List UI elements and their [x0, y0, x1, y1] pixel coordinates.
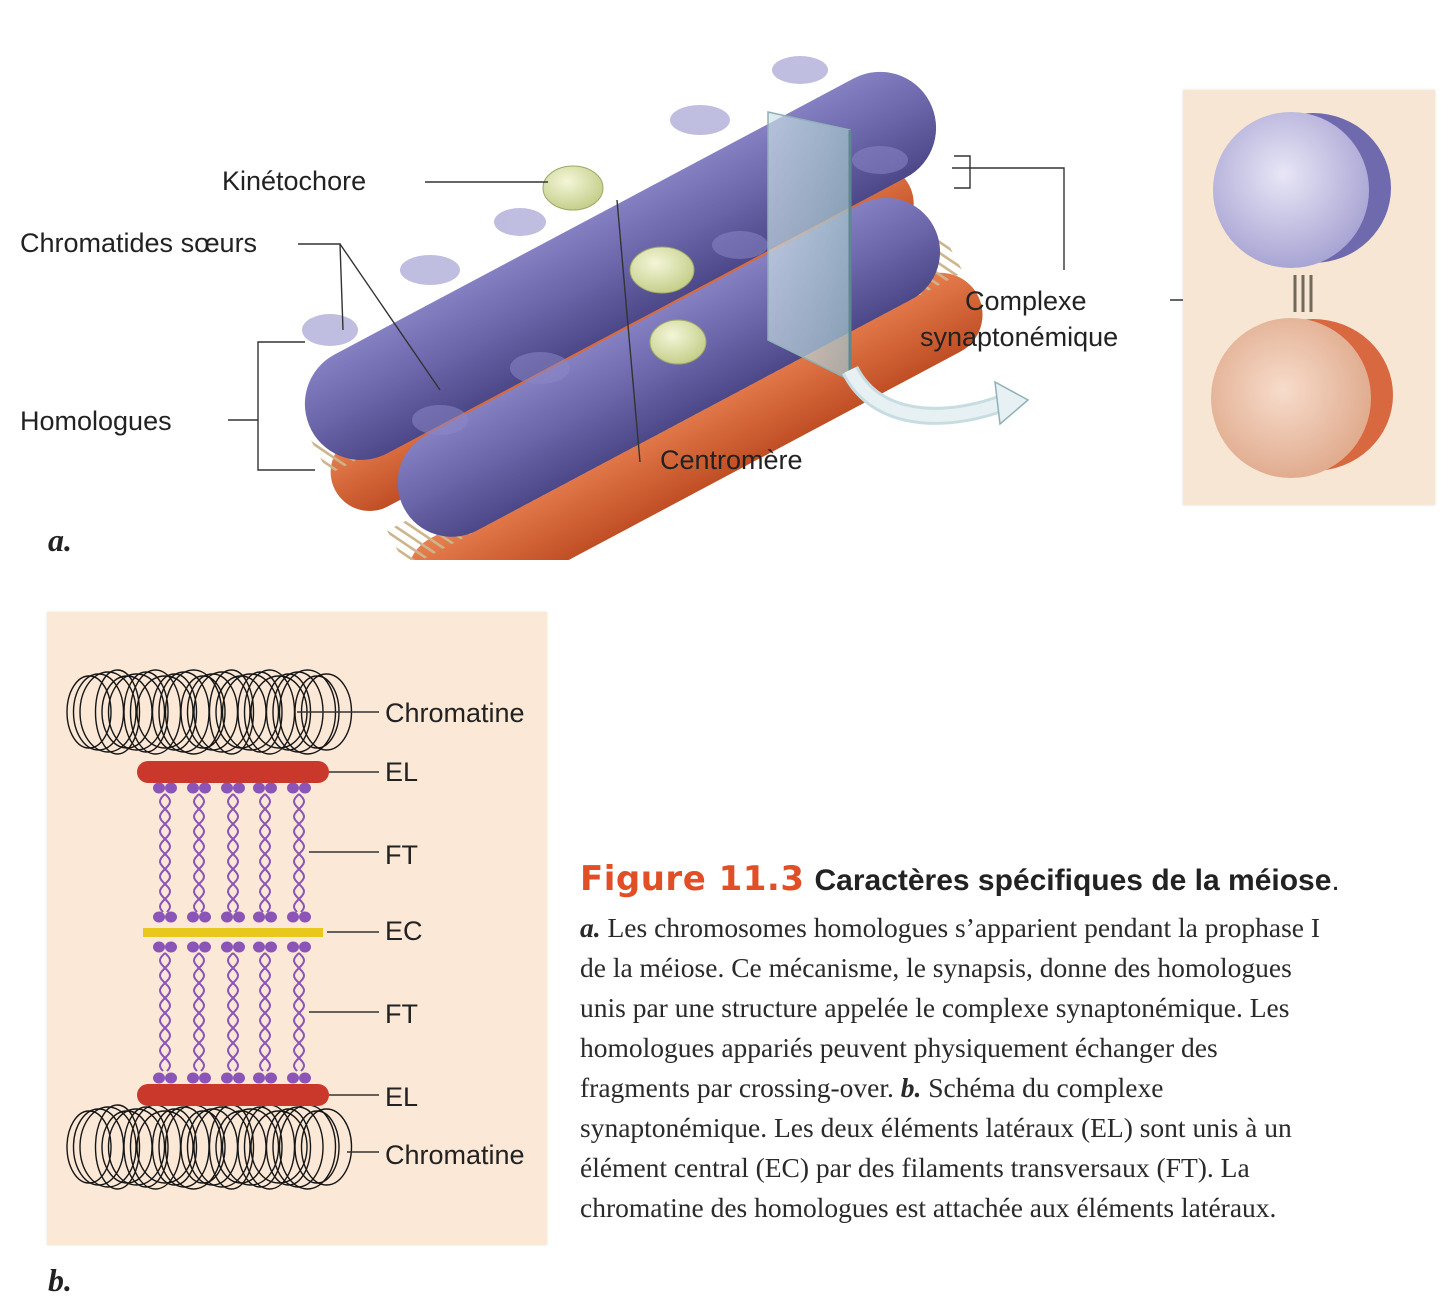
central-knob: [221, 912, 233, 923]
caption-line-text: synaptonémique. Les deux éléments latéra…: [580, 1112, 1292, 1143]
kinetochore-2: [630, 247, 694, 293]
cross-filaments: [1295, 275, 1311, 312]
central-knob: [221, 942, 233, 953]
central-knob: [187, 942, 199, 953]
caption-line-text: fragments par crossing-over.: [580, 1072, 901, 1103]
central-knob: [253, 942, 265, 953]
caption-line: chromatine des homologues est attachée a…: [580, 1188, 1440, 1228]
kinetochore-1: [543, 166, 603, 210]
central-knob: [287, 942, 299, 953]
figure-title-period: .: [1331, 864, 1339, 897]
caption-title: Figure 11.3 Caractères spécifiques de la …: [580, 862, 1440, 896]
lateral-knob: [187, 783, 199, 794]
central-knob: [165, 912, 177, 923]
caption-panel-marker: a.: [580, 912, 601, 943]
central-knob: [199, 942, 211, 953]
caption-body: a. Les chromosomes homologues s’apparien…: [580, 908, 1440, 1228]
panel-a-letter: a.: [48, 522, 72, 559]
lateral-knob: [287, 1073, 299, 1084]
caption-line: élément central (EC) par des filaments t…: [580, 1148, 1440, 1188]
figure-title: Caractères spécifiques de la méiose.: [814, 864, 1339, 897]
central-knob: [287, 912, 299, 923]
top-chromatid-face: [1213, 112, 1369, 268]
caption-line: unis par une structure appelée le comple…: [580, 988, 1440, 1028]
caption-line: fragments par crossing-over. b. Schéma d…: [580, 1068, 1440, 1108]
caption-line: a. Les chromosomes homologues s’apparien…: [580, 908, 1440, 948]
lateral-knob: [253, 783, 265, 794]
lateral-knob: [287, 783, 299, 794]
lateral-element-bottom: [137, 1084, 329, 1106]
caption-line: homologues appariés peuvent physiquement…: [580, 1028, 1440, 1068]
lateral-knob: [199, 1073, 211, 1084]
central-knob: [199, 912, 211, 923]
caption-line-text: Schéma du complexe: [921, 1072, 1163, 1103]
central-knob: [187, 912, 199, 923]
label-kinetochore: Kinétochore: [222, 168, 366, 195]
lateral-knob: [233, 783, 245, 794]
cross-section-panel: [1183, 90, 1435, 505]
lateral-knob: [265, 1073, 277, 1084]
caption-panel-marker: b.: [901, 1072, 922, 1103]
cut-plane: [768, 112, 850, 380]
label-sister-chromatids: Chromatides sœurs: [20, 230, 257, 257]
lateral-knob: [187, 1073, 199, 1084]
lateral-knob: [153, 1073, 165, 1084]
central-knob: [233, 912, 245, 923]
label-complex-line2: synaptonémique: [920, 324, 1118, 351]
caption-line-text: Les chromosomes homologues s’apparient p…: [601, 912, 1320, 943]
caption-line-text: chromatine des homologues est attachée a…: [580, 1192, 1276, 1223]
figure-title-text: Caractères spécifiques de la méiose: [814, 864, 1331, 897]
caption-line-text: de la méiose. Ce mécanisme, le synapsis,…: [580, 952, 1292, 983]
lateral-knob: [165, 783, 177, 794]
label-chromatin-top: Chromatine: [385, 700, 525, 727]
central-knob: [265, 942, 277, 953]
central-knob: [265, 912, 277, 923]
caption-line-text: homologues appariés peuvent physiquement…: [580, 1032, 1218, 1063]
label-homologues: Homologues: [20, 408, 172, 435]
lateral-knob: [221, 783, 233, 794]
panel-b-schematic: Chromatine EL FT EC FT EL Chromatine: [47, 612, 547, 1245]
lateral-knob: [233, 1073, 245, 1084]
label-ft-bottom: FT: [385, 1001, 418, 1028]
lateral-knob: [265, 783, 277, 794]
figure-caption: Figure 11.3 Caractères spécifiques de la …: [580, 862, 1440, 1228]
figure-number: Figure 11.3: [580, 859, 804, 899]
lateral-knob: [299, 783, 311, 794]
label-centromere: Centromère: [660, 447, 803, 474]
caption-line-text: unis par une structure appelée le comple…: [580, 992, 1289, 1023]
lateral-knob: [253, 1073, 265, 1084]
label-complex-line1: Complexe: [965, 288, 1087, 315]
central-knob: [165, 942, 177, 953]
chromatin-coil-bottom: [302, 1109, 352, 1185]
central-element: [143, 928, 323, 937]
central-knob: [233, 942, 245, 953]
caption-line-text: élément central (EC) par des filaments t…: [580, 1152, 1250, 1183]
cross-section-illustration: [1183, 90, 1435, 505]
lateral-knob: [153, 783, 165, 794]
label-chromatin-bottom: Chromatine: [385, 1142, 525, 1169]
panel-b-letter: b.: [48, 1262, 72, 1299]
caption-line: de la méiose. Ce mécanisme, le synapsis,…: [580, 948, 1440, 988]
label-ft-top: FT: [385, 842, 418, 869]
central-knob: [153, 912, 165, 923]
central-knob: [153, 942, 165, 953]
label-el-bottom: EL: [385, 1084, 418, 1111]
central-knob: [299, 912, 311, 923]
lateral-knob: [165, 1073, 177, 1084]
chromatin-coil-bottom: [273, 1107, 323, 1187]
central-knob: [253, 912, 265, 923]
bottom-homologue-face: [1211, 318, 1371, 478]
lateral-element-top: [137, 761, 329, 783]
kinetochore-3: [650, 320, 706, 364]
label-ec: EC: [385, 918, 423, 945]
lateral-knob: [199, 783, 211, 794]
label-el-top: EL: [385, 759, 418, 786]
central-knob: [299, 942, 311, 953]
lateral-knob: [299, 1073, 311, 1084]
lateral-knob: [221, 1073, 233, 1084]
caption-line: synaptonémique. Les deux éléments latéra…: [580, 1108, 1440, 1148]
